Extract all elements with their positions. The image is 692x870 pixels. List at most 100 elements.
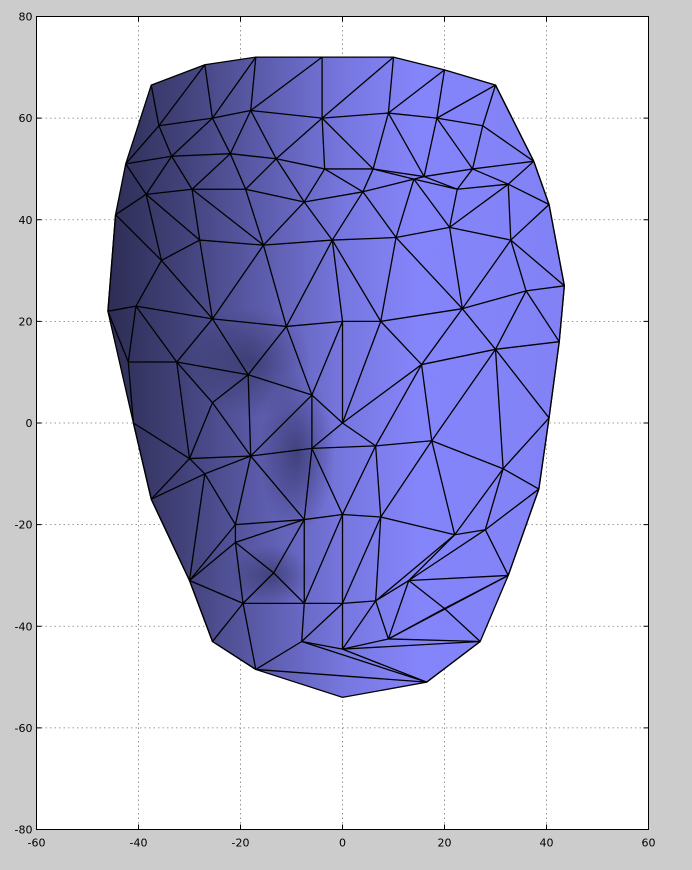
- mesh-edge: [533, 161, 550, 205]
- mesh-edge: [482, 125, 535, 162]
- mesh-edge: [247, 374, 313, 396]
- mesh-edge: [341, 445, 377, 515]
- mesh-edge: [115, 214, 162, 261]
- mesh-edge: [303, 201, 333, 241]
- mesh-edge: [188, 402, 214, 459]
- y-tick-label: 20: [19, 315, 33, 328]
- mesh-edge: [188, 580, 214, 642]
- mesh-edge: [448, 189, 458, 228]
- mesh-edge: [321, 56, 394, 119]
- mesh-edge: [341, 600, 377, 650]
- mesh-edge: [235, 518, 305, 544]
- mesh-edge: [375, 516, 382, 601]
- mesh-edge: [461, 308, 497, 350]
- mesh-edge: [211, 244, 264, 320]
- mesh-edge: [171, 153, 231, 157]
- mesh-edge: [387, 112, 425, 177]
- mesh-edge: [342, 640, 481, 650]
- mesh-edge: [191, 153, 231, 190]
- x-tick-label: -20: [232, 837, 250, 850]
- mesh-edge: [502, 468, 540, 490]
- mesh-edge: [212, 318, 287, 328]
- mesh-edge: [510, 239, 565, 287]
- mesh-edge: [189, 455, 251, 460]
- y-tick-label: -40: [15, 620, 33, 633]
- mesh-edge: [342, 638, 389, 650]
- mesh-edge: [380, 320, 423, 366]
- mesh-edge: [150, 458, 190, 500]
- mesh-edge: [413, 178, 458, 190]
- mesh-edge: [448, 227, 463, 309]
- mesh-edge: [462, 290, 527, 310]
- mesh-edge: [449, 226, 511, 241]
- mesh-edge: [250, 57, 257, 111]
- mesh-edge: [191, 189, 201, 241]
- mesh-edge: [387, 57, 395, 114]
- mesh-edge: [304, 191, 364, 203]
- mesh-edge: [494, 84, 535, 162]
- mesh-edge: [107, 214, 117, 312]
- mesh-edge: [408, 534, 456, 581]
- mesh-edge: [324, 168, 364, 193]
- mesh-edge: [145, 194, 163, 261]
- mesh-edge: [234, 541, 275, 574]
- mesh-edge: [276, 158, 325, 170]
- mesh-edge: [342, 422, 377, 447]
- mesh-edge: [135, 260, 163, 307]
- mesh-edge: [135, 305, 178, 363]
- mesh-edge: [311, 394, 343, 424]
- mesh-edge: [242, 572, 275, 604]
- mesh-edge: [471, 125, 484, 170]
- nose-shadow: [258, 373, 335, 534]
- mesh-edge: [146, 188, 193, 195]
- mesh-edge: [176, 361, 249, 376]
- mesh-edge: [510, 204, 550, 241]
- mesh-edge: [211, 318, 249, 376]
- mesh-edge: [388, 112, 437, 119]
- y-tick-label: 80: [19, 11, 33, 24]
- mesh-edge: [375, 364, 423, 447]
- mesh-edge: [125, 125, 160, 165]
- mesh-edge: [449, 183, 509, 228]
- mesh-edge: [303, 448, 313, 520]
- mesh-edge: [212, 374, 249, 404]
- mesh-edge: [431, 440, 456, 535]
- mesh-edge: [507, 183, 550, 206]
- mesh-edge: [204, 455, 251, 475]
- mesh-edge: [250, 56, 323, 112]
- mesh-edge: [245, 158, 277, 190]
- mesh-edge: [275, 117, 323, 160]
- mesh-edge: [395, 178, 415, 238]
- mesh-edge: [372, 168, 415, 180]
- mesh-edge: [262, 244, 288, 327]
- axis-ticks: [36, 16, 649, 830]
- mesh-edge: [362, 168, 374, 193]
- mesh-edge: [507, 184, 512, 241]
- mesh-edge: [423, 175, 458, 190]
- mesh-edge: [331, 191, 364, 241]
- x-tick-label: 40: [540, 837, 554, 850]
- mesh-edge: [115, 193, 147, 216]
- mesh-edge: [304, 513, 343, 521]
- mesh-edge: [380, 237, 397, 322]
- mesh-edge: [373, 168, 425, 178]
- mesh-edge: [250, 447, 312, 457]
- mesh-edge: [150, 84, 160, 126]
- mesh-edge: [341, 321, 382, 424]
- mesh-edge: [158, 117, 213, 127]
- mesh-edge: [125, 163, 147, 195]
- mesh-edge: [303, 514, 344, 604]
- mesh-edge: [199, 239, 214, 319]
- mesh-edge: [421, 348, 496, 366]
- mesh-edge: [375, 579, 410, 602]
- mesh-edge: [150, 473, 206, 500]
- mesh-edge: [331, 239, 382, 322]
- mesh-edge: [311, 445, 376, 450]
- mesh-edge: [311, 422, 343, 449]
- mesh-edge: [188, 473, 206, 581]
- mesh-edge: [408, 529, 486, 582]
- mesh-edge: [176, 361, 213, 404]
- mesh-edge: [161, 239, 201, 261]
